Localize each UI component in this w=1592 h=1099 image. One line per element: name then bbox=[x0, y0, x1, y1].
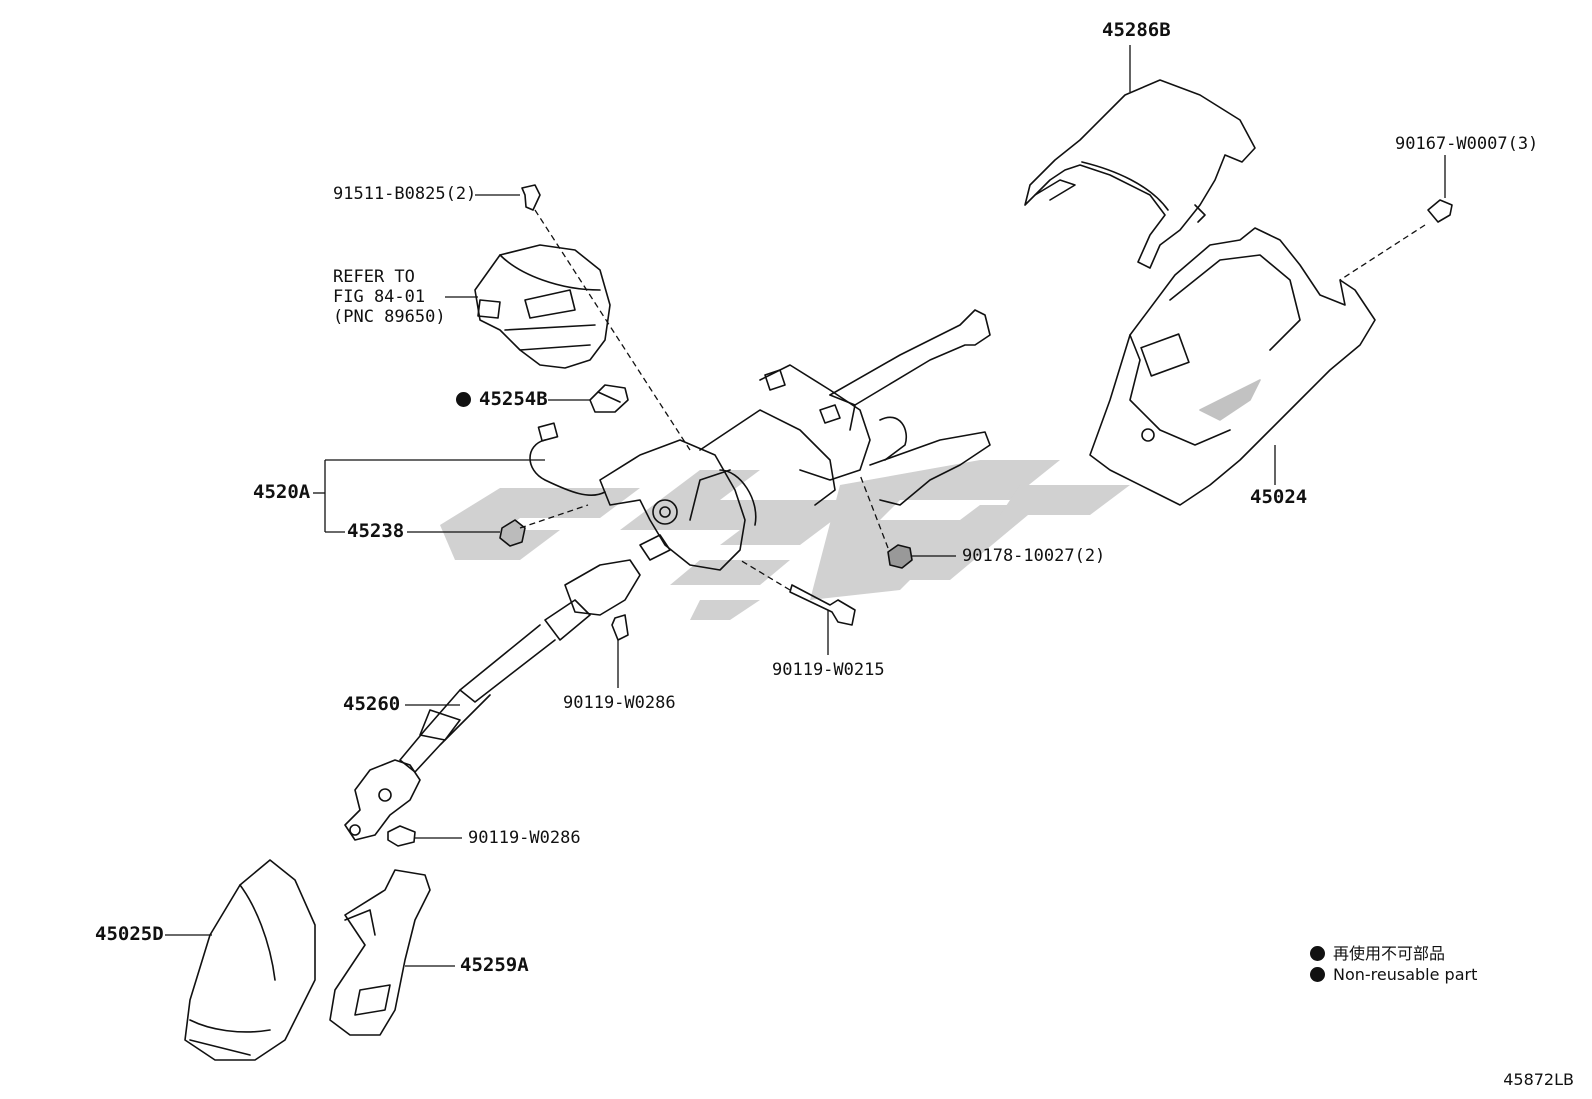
figure-number: 45872LB bbox=[1503, 1070, 1574, 1089]
label-45238: 45238 bbox=[347, 520, 405, 542]
label-45254b: 45254B bbox=[456, 389, 548, 409]
screw-91511 bbox=[521, 184, 541, 211]
label-45286b: 45286B bbox=[1102, 19, 1171, 41]
label-45024: 45024 bbox=[1250, 486, 1308, 508]
clip-45238 bbox=[499, 519, 526, 547]
legend-dot-icon bbox=[1310, 967, 1325, 982]
non-reusable-dot bbox=[456, 392, 471, 407]
label-refer-to: REFER TO bbox=[333, 267, 415, 287]
label-90178-10027: 90178-10027(2) bbox=[962, 546, 1106, 566]
legend-dot-icon bbox=[1310, 946, 1325, 961]
label-45260: 45260 bbox=[343, 693, 401, 715]
bolt-90119-w0286-lower bbox=[387, 825, 416, 847]
leader-lines bbox=[165, 45, 1446, 967]
bolt-90119-w0286-upper bbox=[611, 614, 629, 641]
legend-en-text: Non-reusable part bbox=[1333, 965, 1478, 984]
legend-item-jp: 再使用不可部品 bbox=[1310, 940, 1445, 964]
column-hole-cover-boot bbox=[184, 859, 316, 1061]
label-90119-w0286-lower: 90119-W0286 bbox=[468, 828, 581, 848]
label-45025d: 45025D bbox=[95, 923, 164, 945]
intermediate-shaft bbox=[344, 559, 641, 841]
legend-jp-text: 再使用不可部品 bbox=[1333, 944, 1446, 963]
label-90119-w0215: 90119-W0215 bbox=[772, 660, 885, 680]
harness-clip bbox=[589, 384, 629, 413]
label-45259a: 45259A bbox=[460, 954, 529, 976]
label-refer-pnc: (PNC 89650) bbox=[333, 307, 446, 327]
lower-column-cover bbox=[1089, 227, 1376, 506]
assembly-dashes bbox=[519, 209, 1426, 591]
steering-column-assembly bbox=[599, 309, 991, 571]
steering-sensor-module bbox=[474, 244, 611, 369]
label-90119-w0286-upper: 90119-W0286 bbox=[563, 693, 676, 713]
bolt-90119-w0215 bbox=[789, 584, 856, 626]
screw-90167 bbox=[1427, 199, 1453, 223]
label-4520a: 4520A bbox=[253, 481, 311, 503]
legend-item-en: Non-reusable part bbox=[1310, 965, 1477, 984]
wire-harness bbox=[529, 422, 606, 496]
column-bracket bbox=[329, 869, 431, 1036]
label-45254b-text: 45254B bbox=[479, 388, 548, 410]
nut-90178 bbox=[887, 544, 913, 569]
label-91511-b0825: 91511-B0825(2) bbox=[333, 184, 477, 204]
label-90167-w0007: 90167-W0007(3) bbox=[1395, 134, 1539, 154]
label-refer-fig: FIG 84-01 bbox=[333, 287, 426, 307]
watermark-logo bbox=[440, 460, 1130, 620]
upper-column-cover bbox=[1024, 79, 1256, 269]
